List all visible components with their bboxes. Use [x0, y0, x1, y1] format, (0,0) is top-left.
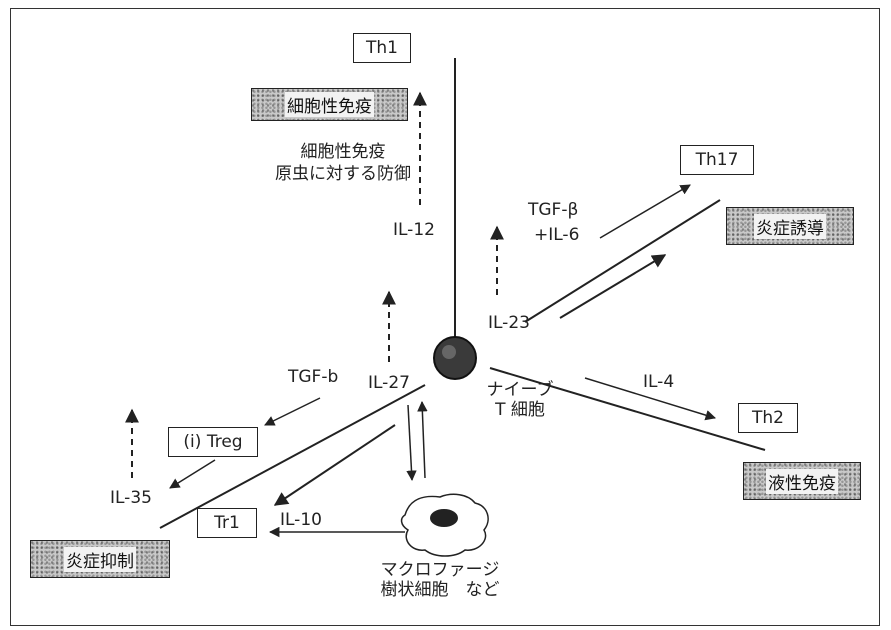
arrow-tgfb-to-treg [265, 398, 320, 425]
tgf-beta-label: TGF-β [528, 200, 578, 220]
il4-label: IL-4 [643, 372, 674, 392]
th2-box: Th2 [738, 403, 798, 433]
cellular-immunity-label: 細胞性免疫 [285, 92, 374, 117]
il12-label: IL-12 [393, 220, 435, 240]
inflammation-suppression-label: 炎症抑制 [64, 547, 136, 572]
arrow-naive-to-macrophage [408, 405, 412, 480]
il23-label: IL-23 [488, 313, 530, 333]
inflammation-induction-label: 炎症誘導 [754, 214, 826, 239]
naive-t-cell-shape [434, 337, 476, 379]
th1-box: Th1 [353, 33, 411, 63]
naive-t-cell-label: ナイーブ T 細胞 [470, 380, 570, 421]
th1-function-line1: 細胞性免疫 [268, 142, 418, 162]
il35-label: IL-35 [110, 488, 152, 508]
arrow-to-il35 [170, 460, 215, 488]
macrophage-label: マクロファージ 樹状細胞 など [355, 560, 525, 601]
il27-label: IL-27 [368, 373, 410, 393]
th1-function-line2: 原虫に対する防御 [268, 164, 418, 184]
th17-box: Th17 [680, 145, 754, 175]
arrow-tgfb-il6-to-th17 [600, 185, 690, 238]
macrophage-nucleus [430, 509, 458, 527]
arrow-to-tr1 [275, 425, 395, 505]
inflammation-induction-box: 炎症誘導 [726, 207, 854, 245]
humoral-immunity-label: 液性免疫 [766, 469, 838, 494]
arrow-il23-to-th17 [560, 255, 665, 318]
treg-box: (i) Treg [168, 427, 258, 457]
arrow-macrophage-to-naive [422, 402, 425, 478]
il6-label: +IL-6 [534, 225, 579, 245]
cellular-immunity-box: 細胞性免疫 [251, 88, 408, 121]
il10-label: IL-10 [280, 510, 322, 530]
inflammation-suppression-box: 炎症抑制 [30, 540, 170, 578]
tr1-box: Tr1 [197, 508, 257, 538]
tgf-b-label: TGF-b [288, 367, 338, 387]
humoral-immunity-box: 液性免疫 [743, 462, 861, 500]
